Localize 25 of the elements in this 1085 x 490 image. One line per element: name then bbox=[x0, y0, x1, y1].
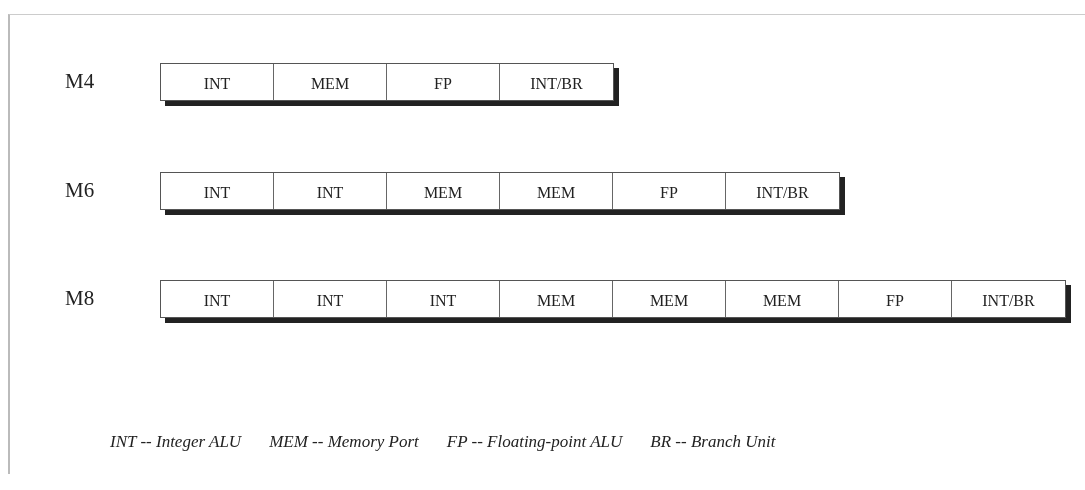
row-label: M4 bbox=[65, 69, 95, 94]
unit-label: MEM bbox=[500, 173, 613, 209]
row-label: M6 bbox=[65, 178, 95, 203]
unit-label: INT/BR bbox=[952, 281, 1065, 317]
unit-label: INT bbox=[161, 64, 274, 100]
unit-label: INT/BR bbox=[500, 64, 613, 100]
unit-label: FP bbox=[613, 173, 726, 209]
unit-label: MEM bbox=[500, 281, 613, 317]
unit-label: INT bbox=[274, 281, 387, 317]
row-label: M8 bbox=[65, 286, 95, 311]
unit-label: MEM bbox=[274, 64, 387, 100]
unit-label: INT bbox=[161, 173, 274, 209]
unit-label: INT bbox=[387, 281, 500, 317]
unit-label: INT bbox=[274, 173, 387, 209]
legend-note: MEM -- Memory Port bbox=[269, 432, 419, 451]
unit-label: FP bbox=[387, 64, 500, 100]
unit-label: MEM bbox=[726, 281, 839, 317]
unit-label: INT/BR bbox=[726, 173, 839, 209]
unit-label: INT bbox=[161, 281, 274, 317]
legend-note: BR -- Branch Unit bbox=[650, 432, 776, 451]
unit-label: MEM bbox=[387, 173, 500, 209]
legend-note: FP -- Floating-point ALU bbox=[446, 432, 623, 451]
unit-label: FP bbox=[839, 281, 952, 317]
legend-note: INT -- Integer ALU bbox=[110, 432, 242, 451]
unit-label: MEM bbox=[613, 281, 726, 317]
